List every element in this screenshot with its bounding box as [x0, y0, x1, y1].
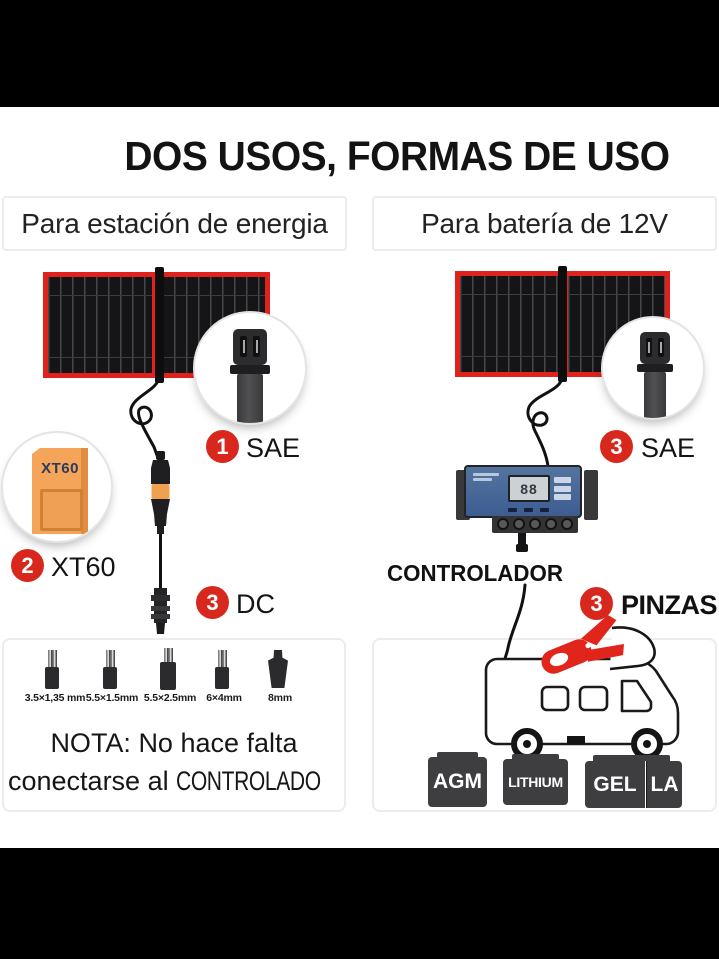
battery-agm: AGM [428, 757, 487, 807]
top-letterbox-bar [0, 0, 719, 107]
sae-magnifier-right [601, 316, 705, 420]
solar-panel-left-hinge [155, 267, 164, 383]
controller-bracket-right [584, 470, 598, 520]
bottom-letterbox-bar [0, 848, 719, 959]
badge-2-xt60: 2 [11, 549, 44, 582]
badge-3-pinzas: 3 [580, 587, 613, 620]
badge-3-dc: 3 [196, 586, 229, 619]
xt60-connector-icon: XT60 [32, 448, 88, 534]
dc-plug [151, 588, 170, 634]
left-column-header-label: Para estación de energia [21, 207, 328, 239]
solar-panel-left-half-a [43, 272, 157, 378]
charge-controller: 88 [456, 462, 598, 552]
dc-adapter-icon-5 [268, 650, 288, 688]
controller-body: 88 [464, 465, 582, 518]
controller-button-3 [540, 508, 549, 512]
controller-indicator-1 [554, 477, 571, 483]
label-pinzas: PINZAS [621, 590, 718, 620]
sae-magnifier-left [193, 311, 307, 425]
dc-adapter-icon-4 [215, 650, 229, 689]
note-text: NOTA: No hace falta conectarse al CONTRO… [8, 724, 340, 800]
controller-indicator-3 [554, 494, 571, 500]
adapter-size-5: 8mm [268, 692, 292, 704]
controller-bottom-plug [518, 533, 526, 545]
battery-lithium: LITHIUM [503, 759, 568, 805]
badge-3-sae-right: 3 [600, 430, 633, 463]
left-column-header: Para estación de energia [2, 196, 347, 251]
adapter-size-1: 3.5×1,35 mm [24, 692, 86, 704]
label-xt60: XT60 [51, 552, 116, 582]
adapter-size-2: 5.5×1.5mm [85, 692, 139, 704]
adapter-size-3: 5.5×2.5mm [143, 692, 197, 704]
adapter-size-4: 6×4mm [206, 692, 242, 704]
controller-indicator-2 [554, 486, 571, 492]
controller-button-2 [524, 508, 533, 512]
dc-adapter-icon-1 [45, 650, 59, 689]
controller-button-1 [508, 508, 517, 512]
label-sae-left: SAE [246, 433, 301, 463]
note-line-2: conectarse al CONTROLADO [8, 766, 321, 796]
solar-panel-right-hinge [558, 266, 567, 382]
left-panel-cable [129, 376, 161, 460]
controller-display-value: 88 [520, 480, 538, 497]
label-dc: DC [236, 589, 275, 619]
xt60-connector-text: XT60 [41, 460, 79, 477]
solar-panel-right-half-a [455, 271, 563, 377]
dc-adapter-icon-2 [103, 650, 117, 689]
label-controlador: CONTROLADOR [387, 560, 563, 586]
label-sae-right: SAE [641, 433, 696, 463]
battery-gel: GEL [585, 761, 645, 808]
battery-la: LA [646, 761, 682, 808]
note-line-1: NOTA: No hace falta [50, 728, 298, 758]
xt60-magnifier: XT60 [1, 431, 113, 543]
dc-adapter-icon-3 [160, 648, 176, 690]
controller-lcd: 88 [508, 475, 550, 502]
page-title: DOS USOS, FORMAS DE USO [123, 133, 670, 179]
badge-1-sae-left: 1 [206, 430, 239, 463]
right-panel-cable [526, 376, 564, 468]
controller-terminal-strip [492, 516, 578, 533]
inline-adapter-connector [151, 451, 170, 588]
right-column-header: Para batería de 12V [372, 196, 717, 251]
right-column-header-label: Para batería de 12V [421, 207, 668, 239]
